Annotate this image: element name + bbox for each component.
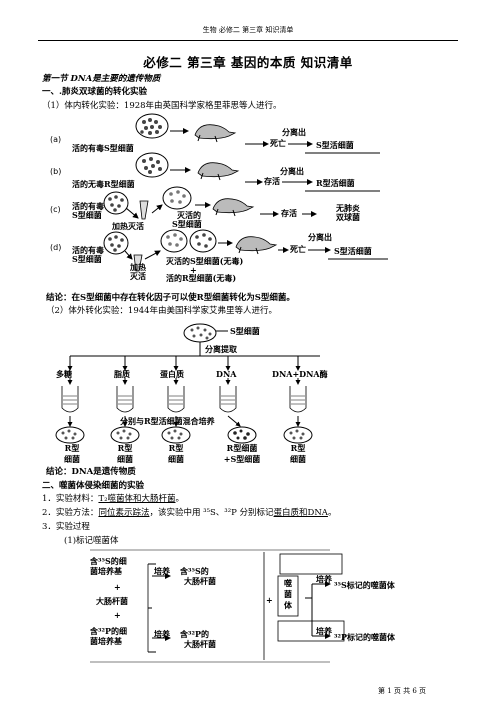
avery-item-4: DNA: [216, 369, 237, 379]
phage-b2: 菌培养基: [90, 636, 122, 646]
row-b-mouse-alive: [197, 162, 240, 181]
row-d-mix1: 灭活的S型细菌(无毒): [166, 256, 244, 266]
result-dishes: [55, 426, 313, 444]
griffith-graphics: [103, 113, 388, 272]
row-d-dishes: [103, 229, 217, 272]
row-d-heat2: 灭活: [130, 271, 146, 281]
test-tubes: [61, 386, 307, 413]
row-a-left: 活的有毒S型细菌: [72, 143, 134, 153]
phage-a1: 含³⁵S的细: [90, 556, 127, 566]
row-d-mouse-dead: [235, 236, 278, 255]
avery-item-1: 多糖: [56, 369, 72, 379]
item-2-value: 蛋白质和DNA: [273, 508, 328, 518]
conclusion-1: 结论：在S型细菌中存在转化因子可以使R型细菌转化为S型细菌。: [46, 293, 295, 303]
row-c-final2: 双球菌: [336, 212, 360, 222]
row-c-result: 存活: [281, 208, 297, 218]
row-c-dish: [103, 186, 192, 220]
running-header: 生物 必修二 第三章 知识清单: [202, 26, 294, 34]
item-2: 2．实验方法：同位素示踪法，该实验中用 ³⁵S、³²P 分别标记蛋白质和DNA。: [42, 508, 337, 518]
row-b-dish: [135, 152, 169, 178]
sub-1: (1)标记噬菌体: [64, 536, 119, 546]
row-a-dish: [135, 113, 169, 139]
phage-plus1: +: [114, 582, 121, 592]
row-c-mouse-alive: [212, 198, 255, 217]
row-d-heat1: 加热: [130, 262, 146, 272]
row-d-mix2: 活的R型细菌(无毒): [166, 273, 237, 283]
row-d-plus: +: [190, 265, 197, 275]
avery-result-3: R型细菌: [168, 443, 184, 464]
header-rule: [38, 40, 458, 41]
phage-a2: 菌培养基: [90, 566, 122, 576]
phage-s-top1: 含³⁵S的: [180, 566, 209, 576]
row-c-dead1: 灭活的: [177, 210, 201, 220]
item-2-method: 同位素示踪法: [98, 508, 150, 518]
avery-extract: 分离提取: [205, 344, 237, 354]
avery-item-2: 脂质: [114, 369, 130, 379]
avery-top-label: S型细菌: [230, 326, 260, 336]
part1-heading: 一、.肺炎双球菌的转化实验: [42, 87, 147, 97]
section1-heading: 第一节 DNA是主要的遗传物质: [42, 74, 161, 84]
row-d-final: S型活细菌: [334, 246, 372, 256]
avery-result-2: R型细菌: [117, 443, 133, 464]
avery-item-5: DNA+DNA酶: [272, 369, 328, 379]
item-1-value: T₂噬菌体和大肠杆菌: [98, 494, 176, 504]
page-footer: 第 1 页 共 6 页: [378, 687, 427, 695]
row-c-dead2: S型细菌: [172, 219, 202, 229]
row-b-final: R型活细菌: [316, 178, 355, 188]
row-d-left1: 活的有毒: [72, 245, 104, 255]
phage-s-top2: 大肠杆菌: [184, 576, 216, 586]
row-c-heat: 加热灭活: [112, 221, 144, 231]
avery-result-5: R型细菌: [290, 443, 306, 464]
phage-b1: 含³²P的细: [90, 626, 128, 636]
phage-graphics: [90, 549, 345, 663]
part2-heading: 二、噬菌体侵染细菌的实验: [42, 481, 145, 491]
row-a-result: 死亡: [270, 138, 286, 148]
avery-diagram: S型细菌 分离提取 多糖 脂质 蛋白质 DNA DNA+DNA酶 分别与R型活细…: [50, 322, 350, 464]
row-a-sep: 分离出: [282, 127, 306, 137]
avery-graphics: [55, 323, 320, 444]
phage-diagram: 含³⁵S的细 菌培养基 + 大肠杆菌 + 含³²P的细 菌培养基 培养 含³⁵S…: [90, 549, 420, 680]
in-vivo-text: （1）体内转化实验：1928年由英国科学家格里菲思等人进行。: [42, 101, 282, 111]
phage-plus3: +: [266, 595, 273, 605]
conclusion-2: 结论：DNA是遗传物质: [46, 467, 136, 477]
row-b-tag: (b): [50, 167, 62, 176]
item-3: 3．实验过程: [42, 522, 90, 532]
row-c-left1: 活的有毒: [72, 201, 104, 211]
row-c-final1: 无肺炎: [336, 203, 360, 213]
phage-p-top2: 大肠杆菌: [184, 639, 216, 649]
phage-p-top1: 含³²P的: [180, 629, 210, 639]
avery-result-4: R型细菌+S型细菌: [223, 443, 261, 464]
phage-plus2: +: [114, 610, 121, 620]
row-a-tag: (a): [50, 135, 62, 144]
griffith-diagram: (a) 活的有毒S型细菌 死亡 分离出 S型活细菌 (b) 活的无毒R型细菌 存…: [50, 113, 390, 288]
phage-label: 噬菌体: [284, 578, 292, 610]
row-b-sep: 分离出: [280, 166, 304, 176]
row-a-final: S型活细菌: [316, 140, 354, 150]
avery-item-3: 蛋白质: [160, 369, 184, 379]
in-vitro-text: （2）体外转化实验：1944年由美国科学家艾弗里等人进行。: [46, 306, 278, 316]
row-c-left2: S型细菌: [72, 210, 102, 220]
row-d-sep: 分离出: [308, 232, 332, 242]
phage-ecoli: 大肠杆菌: [96, 596, 128, 606]
row-b-left: 活的无毒R型细菌: [72, 179, 135, 189]
phage-c4: 培养: [316, 626, 332, 636]
avery-mix-label: 分别与R型活细菌混合培养: [120, 416, 215, 426]
row-c-tag: (c): [50, 205, 61, 214]
phage-r2: ³²P标记的噬菌体: [334, 632, 396, 642]
row-b-result: 存活: [264, 176, 280, 186]
phage-c3: 培养: [316, 574, 332, 584]
row-d-result: 死亡: [290, 244, 306, 254]
row-d-left2: S型细菌: [72, 254, 102, 264]
item-1: 1．实验材料：T₂噬菌体和大肠杆菌。: [42, 494, 185, 504]
row-d-tag: (d): [50, 243, 62, 252]
phage-c2: 培养: [154, 629, 170, 639]
phage-r1: ³⁵S标记的噬菌体: [334, 580, 395, 590]
page-title: 必修二 第三章 基因的本质 知识清单: [143, 55, 353, 70]
avery-result-1: R型细菌: [64, 443, 80, 464]
phage-c1: 培养: [154, 566, 170, 576]
row-a-mouse-dead: [194, 124, 237, 143]
